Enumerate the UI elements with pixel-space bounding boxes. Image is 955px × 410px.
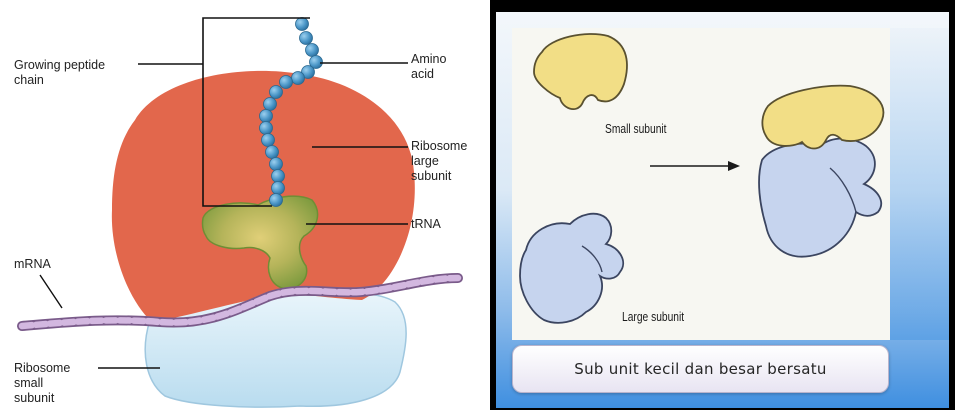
amino-acid-bead xyxy=(262,134,275,147)
label-trna: tRNA xyxy=(411,217,441,232)
amino-acid-bead xyxy=(266,146,279,159)
amino-acid-bead xyxy=(270,86,283,99)
label-mrna: mRNA xyxy=(14,257,51,272)
ribosome-translation-diagram: Growing peptide chain Amino acid Ribosom… xyxy=(0,0,490,410)
label-growing-peptide-chain: Growing peptide chain xyxy=(14,58,105,88)
ribosome-large-subunit xyxy=(112,71,415,322)
label-ribosome-small-subunit: Ribosome small subunit xyxy=(14,361,70,406)
label-large-subunit: Large subunit xyxy=(622,310,684,324)
subunit-assembly-slide: Small subunit Large subunit Sub unit kec… xyxy=(490,0,955,410)
amino-acid-bead xyxy=(306,44,319,57)
amino-acid-bead xyxy=(270,194,283,207)
amino-acid-bead xyxy=(270,158,283,171)
leader-line-mrna xyxy=(40,275,62,308)
amino-acid-bead xyxy=(272,182,285,195)
caption-box: Sub unit kecil dan besar bersatu xyxy=(512,345,889,393)
amino-acid-bead xyxy=(300,32,313,45)
amino-acid-bead xyxy=(260,122,273,135)
amino-acid-bead xyxy=(264,98,277,111)
slide-side-strip xyxy=(890,28,949,340)
label-ribosome-large-subunit: Ribosome large subunit xyxy=(411,139,467,184)
label-small-subunit: Small subunit xyxy=(605,122,667,136)
amino-acid-bead xyxy=(272,170,285,183)
label-amino-acid: Amino acid xyxy=(411,52,446,82)
amino-acid-bead xyxy=(280,76,293,89)
caption-text: Sub unit kecil dan besar bersatu xyxy=(513,360,888,378)
amino-acid-bead xyxy=(260,110,273,123)
amino-acid-bead xyxy=(292,72,305,85)
amino-acid-bead xyxy=(296,18,309,31)
